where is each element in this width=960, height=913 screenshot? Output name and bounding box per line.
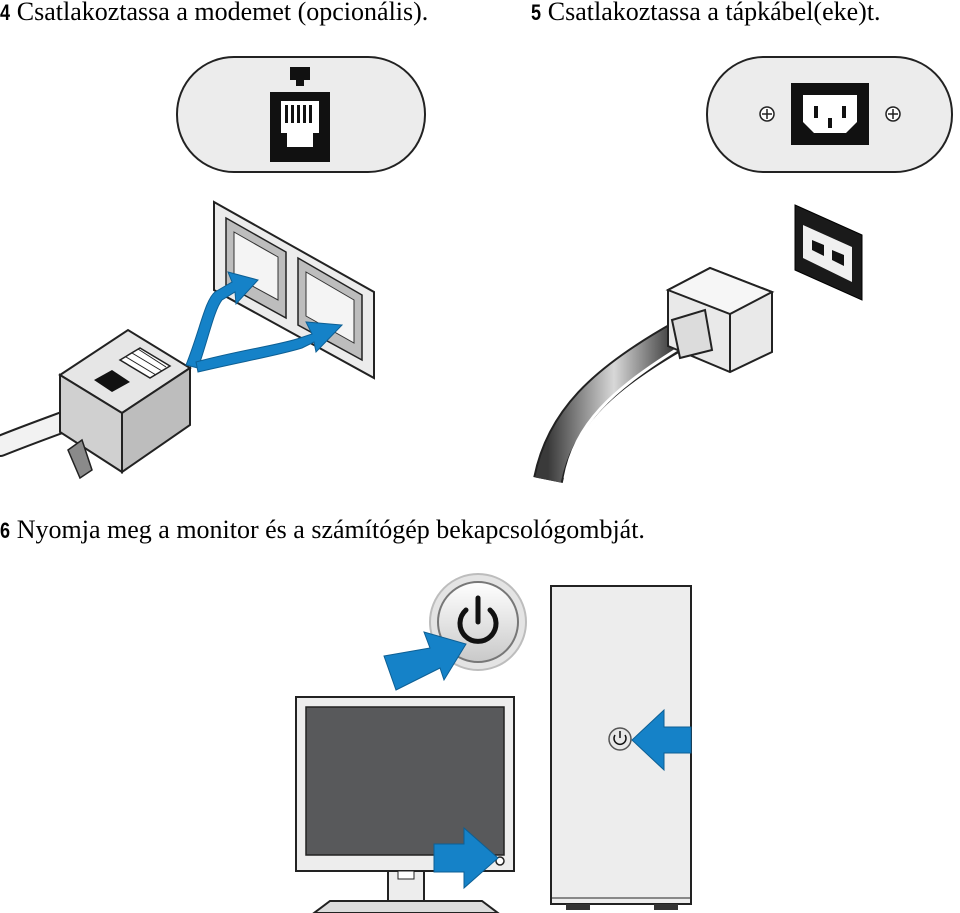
step-6-caption: 6 Nyomja meg a monitor és a számítógép b… [0, 516, 645, 545]
power-socket-icon [791, 83, 869, 145]
blue-connection-arrows [185, 271, 344, 373]
step-4-caption: 4 Csatlakoztassa a modemet (opcionális). [0, 0, 428, 27]
step-5-number: 5 [531, 0, 542, 25]
step-4-number: 4 [0, 0, 11, 25]
screw-left-icon [759, 106, 775, 122]
monitor-power-button[interactable] [495, 856, 505, 866]
arrow-to-tower-button [631, 708, 692, 772]
power-socket-callout [706, 56, 953, 173]
tower-power-button[interactable] [608, 727, 632, 751]
step-5-text: Csatlakoztassa a tápkábel(eke)t. [547, 0, 881, 26]
step-6-text: Nyomja meg a monitor és a számítógép bek… [16, 515, 645, 544]
step-4-text: Csatlakoztassa a modemet (opcionális). [16, 0, 429, 26]
step-6-number: 6 [0, 518, 11, 543]
power-icon [457, 595, 499, 644]
rj11-plug [58, 328, 192, 480]
monitor [295, 696, 515, 913]
arrow-to-power-button [383, 631, 467, 691]
power-inlet [794, 204, 863, 301]
phone-jack-icon [270, 67, 330, 162]
screw-right-icon [885, 106, 901, 122]
phone-jack-callout [176, 56, 426, 173]
power-plug [665, 266, 775, 374]
step-5-caption: 5 Csatlakoztassa a tápkábel(eke)t. [531, 0, 881, 27]
arrow-to-monitor-button [433, 826, 499, 890]
